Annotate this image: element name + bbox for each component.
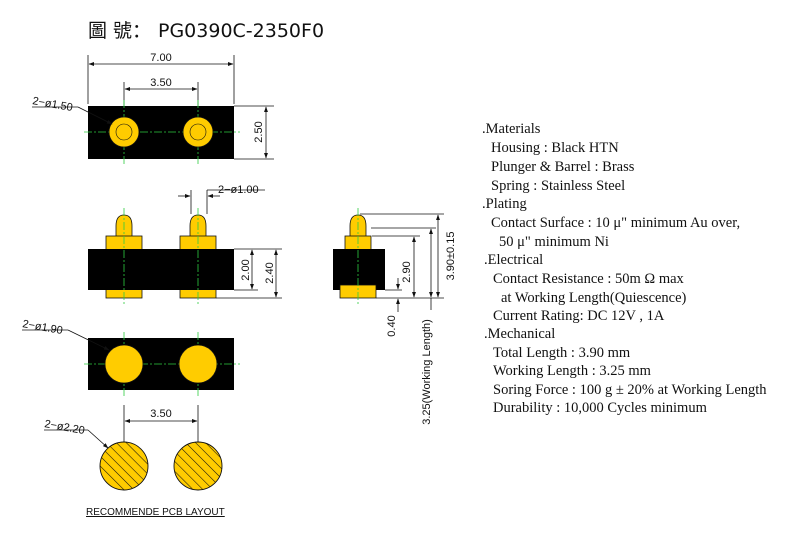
drawing-title-label: 圖 號： (88, 20, 151, 42)
dim-height-2-40: 2.40 (264, 262, 276, 283)
spec-plating-heading: .Plating (482, 196, 527, 212)
pcb-pad-left (99, 441, 149, 491)
spec-total-length: Total Length : 3.90 mm (493, 345, 631, 361)
spec-durability: Durability : 10,000 Cycles minimum (493, 400, 708, 416)
spec-housing: Housing : Black HTN (491, 140, 619, 156)
spec-electrical-heading: .Electrical (484, 252, 543, 268)
part-number: PG0390C-2350F0 (158, 20, 324, 42)
side-view: 3.90±0.15 2.90 0.40 3.25(Working Length) (333, 208, 457, 425)
spec-plunger: Plunger & Barrel : Brass (491, 159, 635, 175)
dim-bottom-diameter: 2−ø1.90 (21, 318, 63, 337)
dim-body-height: 2.50 (253, 121, 265, 142)
spec-contact-surface: Contact Surface : 10 μ" minimum Au over, (491, 215, 740, 231)
spec-spring-force: Soring Force : 100 g ± 20% at Working Le… (493, 382, 767, 398)
dim-tip-diameter: 2−ø1.00 (218, 184, 259, 196)
top-view: 7.00 3.50 2−ø1.50 2.50 (31, 52, 274, 164)
spec-ni-layer: 50 μ" minimum Ni (499, 234, 609, 250)
contact-left-bottom (104, 344, 144, 384)
spec-contact-resistance: Contact Resistance : 50m Ω max (493, 271, 685, 287)
spec-materials-heading: .Materials (482, 121, 541, 137)
housing-side-view (333, 249, 385, 290)
dim-pitch-top: 3.50 (150, 77, 171, 89)
dim-total-height: 3.90±0.15 (445, 232, 457, 281)
contact-right-bottom (178, 344, 218, 384)
dim-height-2-00: 2.00 (240, 259, 252, 280)
dim-working-length: 3.25(Working Length) (421, 319, 433, 425)
dim-hole-diameter: 2−ø1.50 (31, 95, 73, 114)
bottom-view: 2−ø1.90 (21, 318, 240, 396)
housing-front-view (88, 249, 234, 290)
pcb-layout: 3.50 2−ø2.20 RECOMMENDE PCB LAYOUT (43, 405, 225, 518)
spec-mechanical-heading: .Mechanical (484, 326, 555, 342)
specifications: .Materials Housing : Black HTN Plunger &… (482, 121, 767, 416)
pcb-caption: RECOMMENDE PCB LAYOUT (86, 507, 225, 518)
spec-spring: Spring : Stainless Steel (491, 178, 625, 194)
spec-current-rating: Current Rating: DC 12V , 1A (493, 308, 665, 324)
dim-side-0-40: 0.40 (386, 315, 398, 336)
dim-side-2-90: 2.90 (401, 261, 413, 282)
dim-pcb-pitch: 3.50 (150, 408, 171, 420)
spec-working-length: Working Length : 3.25 mm (493, 363, 652, 379)
front-view: 2−ø1.00 2.00 2.40 (88, 184, 282, 304)
dim-pcb-diameter: 2−ø2.20 (43, 418, 85, 437)
pcb-pad-right (173, 441, 223, 491)
spec-working-length-note: at Working Length(Quiescence) (501, 290, 687, 306)
dim-overall-width: 7.00 (150, 52, 171, 64)
